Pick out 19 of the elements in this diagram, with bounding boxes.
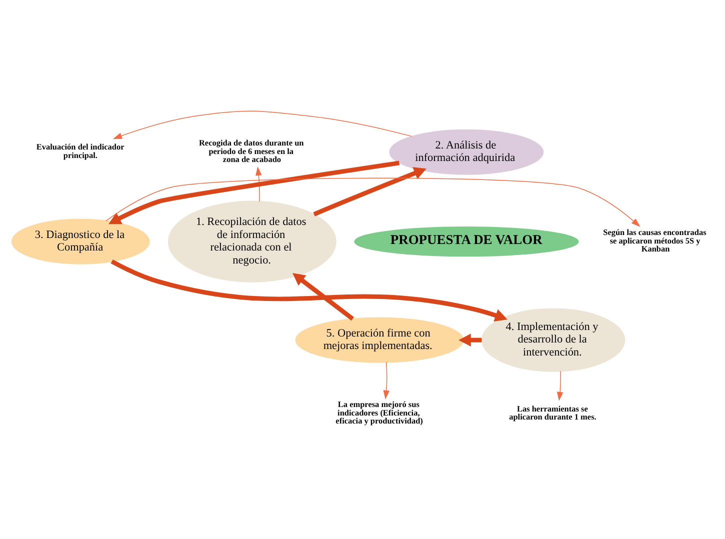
node-text: Evaluación del indicador principal. — [36, 142, 124, 160]
node-ellipse: 3. Diagnostico de la Compañía — [11, 218, 150, 264]
arrow — [292, 272, 354, 320]
node-ellipse: 1. Recopilación de datos de información relacionada con el negocio. — [168, 200, 336, 282]
node-ellipse: 5. Operación firme con mejoras implementadas. — [295, 316, 464, 362]
arrow — [112, 110, 412, 138]
node-text: Las herramientas se aplicaron durante 1 mes. — [509, 404, 596, 421]
arrow — [110, 258, 508, 322]
node-ellipse: PROPUESTA DE VALOR — [354, 226, 579, 256]
arrow — [383, 361, 390, 399]
node-text: Recogida de datos durante un periodo de 6 meses en la zona de acabado — [198, 138, 304, 164]
node-ellipse: 2. Análisis de información adquirida — [389, 128, 544, 174]
arrow — [458, 333, 482, 346]
arrow — [556, 370, 564, 400]
arrow — [108, 160, 400, 224]
node-text: Según las causas encontradas se aplicaron métodos 5S y Kanban — [603, 228, 706, 254]
node-text: La empresa mejoró sus indicadores (Eficiencia, eficacia y productividad) — [336, 400, 423, 426]
arrow — [106, 177, 640, 226]
arrow — [313, 166, 426, 216]
